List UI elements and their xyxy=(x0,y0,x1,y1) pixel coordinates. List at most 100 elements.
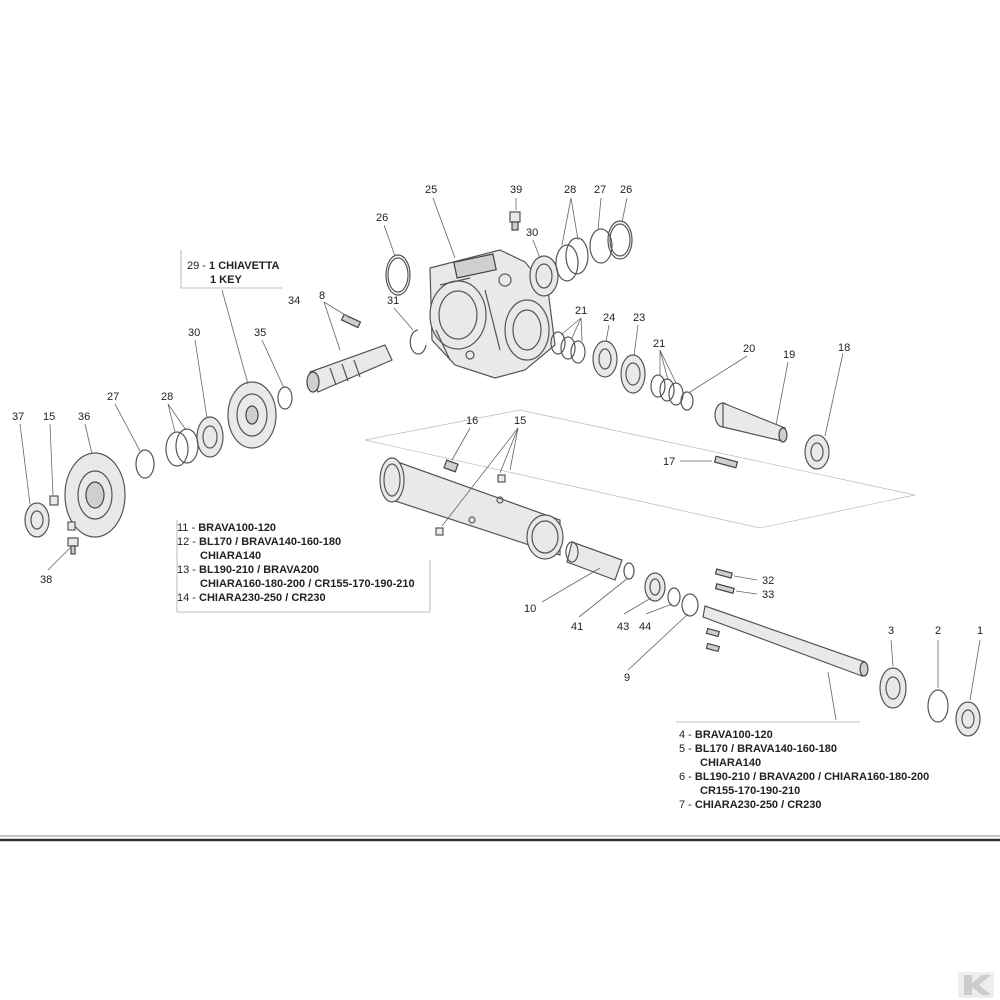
bolt-38 xyxy=(67,537,79,555)
shaft-variant-line: 7 - CHIARA230-250 / CR230 xyxy=(679,799,821,811)
key-17 xyxy=(713,455,739,469)
callout-31: 31 xyxy=(387,295,399,307)
callout-43: 43 xyxy=(617,621,629,633)
ring-35 xyxy=(277,386,293,410)
ring-9 xyxy=(681,593,699,617)
ring-26-right xyxy=(607,220,633,260)
tube-variant-line: 13 - BL190-210 / BRAVA200 xyxy=(177,564,319,576)
bearing-30-left xyxy=(196,416,224,458)
leader-lines xyxy=(19,197,981,721)
output-shaft-4-7 xyxy=(702,605,869,677)
callout-3: 3 xyxy=(888,625,894,637)
brand-logo-icon xyxy=(958,972,994,998)
callout-27-left: 27 xyxy=(107,391,119,403)
plug-15-right xyxy=(497,474,506,483)
callout-2: 2 xyxy=(935,625,941,637)
callout-19: 19 xyxy=(783,349,795,361)
shaft-variant-line: 4 - BRAVA100-120 xyxy=(679,729,773,741)
snap-ring-20 xyxy=(680,391,694,411)
callout-36: 36 xyxy=(78,411,90,423)
bearing-30-right xyxy=(529,255,559,297)
shims-28-left xyxy=(165,431,189,467)
callout-26-left: 26 xyxy=(376,212,388,224)
shaft-variant-line: 6 - BL190-210 / BRAVA200 / CHIARA160-180… xyxy=(679,771,929,783)
callout-labels: 1 2 3 8 9 10 15 15 16 17 18 19 20 21 21 … xyxy=(12,184,983,684)
callout-27-right: 27 xyxy=(594,184,606,196)
input-shaft-34 xyxy=(306,344,393,393)
callout-18: 18 xyxy=(838,342,850,354)
cover-36 xyxy=(64,452,126,538)
key-note-frame xyxy=(180,250,282,289)
snap-ring-27-right xyxy=(589,228,613,264)
pulley-29 xyxy=(227,381,277,449)
shaft-variant-line: CHIARA140 xyxy=(700,757,761,769)
callout-32: 32 xyxy=(762,575,774,587)
tube-variant-line: 14 - CHIARA230-250 / CR230 xyxy=(177,592,326,604)
callout-39: 39 xyxy=(510,184,522,196)
bearing-3 xyxy=(879,667,907,709)
callout-35: 35 xyxy=(254,327,266,339)
callout-33: 33 xyxy=(762,589,774,601)
snap-ring-27-left xyxy=(135,449,155,479)
callout-10: 10 xyxy=(524,603,536,615)
snap-ring-31 xyxy=(409,329,427,355)
tube-variants-note: 11 - BRAVA100-120 12 - BL170 / BRAVA140-… xyxy=(177,522,415,604)
callout-9: 9 xyxy=(624,672,630,684)
ring-26-left xyxy=(385,254,411,296)
seal-18 xyxy=(804,434,830,470)
key-note-line2: 1 KEY xyxy=(210,274,242,286)
callout-25: 25 xyxy=(425,184,437,196)
callout-20: 20 xyxy=(743,343,755,355)
shims-28-right xyxy=(555,237,589,282)
tube-variant-line: CHIARA160-180-200 / CR155-170-190-210 xyxy=(200,578,415,590)
callout-28-left: 28 xyxy=(161,391,173,403)
bushing-41 xyxy=(565,541,623,581)
ring-44 xyxy=(667,587,681,607)
bolt-16 xyxy=(443,459,459,473)
ring-10 xyxy=(623,562,635,580)
tube-variant-line: 12 - BL170 / BRAVA140-160-180 xyxy=(177,536,341,548)
key-note: 29 - 1 CHIAVETTA 1 KEY xyxy=(187,260,280,286)
seal-1 xyxy=(955,701,981,737)
key-note-line1: 29 - 1 CHIAVETTA xyxy=(187,260,280,272)
callout-41: 41 xyxy=(571,621,583,633)
tube-variant-line: CHIARA140 xyxy=(200,550,261,562)
callout-34: 34 xyxy=(288,295,300,307)
pinion-shaft-19 xyxy=(714,402,788,443)
callout-17: 17 xyxy=(663,456,675,468)
callout-15-left: 15 xyxy=(43,411,55,423)
callout-30-right: 30 xyxy=(526,227,538,239)
shaft-variant-line: CR155-170-190-210 xyxy=(700,785,800,797)
callout-21-upper: 21 xyxy=(575,305,587,317)
key-32 xyxy=(714,568,733,579)
snap-ring-2 xyxy=(927,689,949,723)
callout-16: 16 xyxy=(466,415,478,427)
tube-variant-line: 11 - BRAVA100-120 xyxy=(177,522,276,534)
tube-11-14 xyxy=(379,457,564,560)
callout-8: 8 xyxy=(319,290,325,302)
callout-26-right: 26 xyxy=(620,184,632,196)
assembly-frame xyxy=(364,409,916,529)
callout-28-right: 28 xyxy=(564,184,576,196)
callout-44: 44 xyxy=(639,621,651,633)
shaft-variants-note: 4 - BRAVA100-120 5 - BL170 / BRAVA140-16… xyxy=(679,729,929,811)
gearbox-housing xyxy=(429,249,556,379)
callout-37: 37 xyxy=(12,411,24,423)
callout-15-right: 15 xyxy=(514,415,526,427)
bearing-24 xyxy=(592,340,618,378)
key-33 xyxy=(714,583,735,594)
tube-note-frame xyxy=(176,520,431,613)
callout-30-left: 30 xyxy=(188,327,200,339)
plug-15-left xyxy=(49,495,59,506)
shaft-variant-line: 5 - BL170 / BRAVA140-160-180 xyxy=(679,743,837,755)
bearing-43 xyxy=(644,572,666,602)
seal-37 xyxy=(24,502,50,538)
callout-1: 1 xyxy=(977,625,983,637)
callout-21-lower: 21 xyxy=(653,338,665,350)
shims-21-lower xyxy=(650,374,684,406)
callout-24: 24 xyxy=(603,312,615,324)
plug-39 xyxy=(509,211,521,231)
callout-23: 23 xyxy=(633,312,645,324)
callout-38: 38 xyxy=(40,574,52,586)
